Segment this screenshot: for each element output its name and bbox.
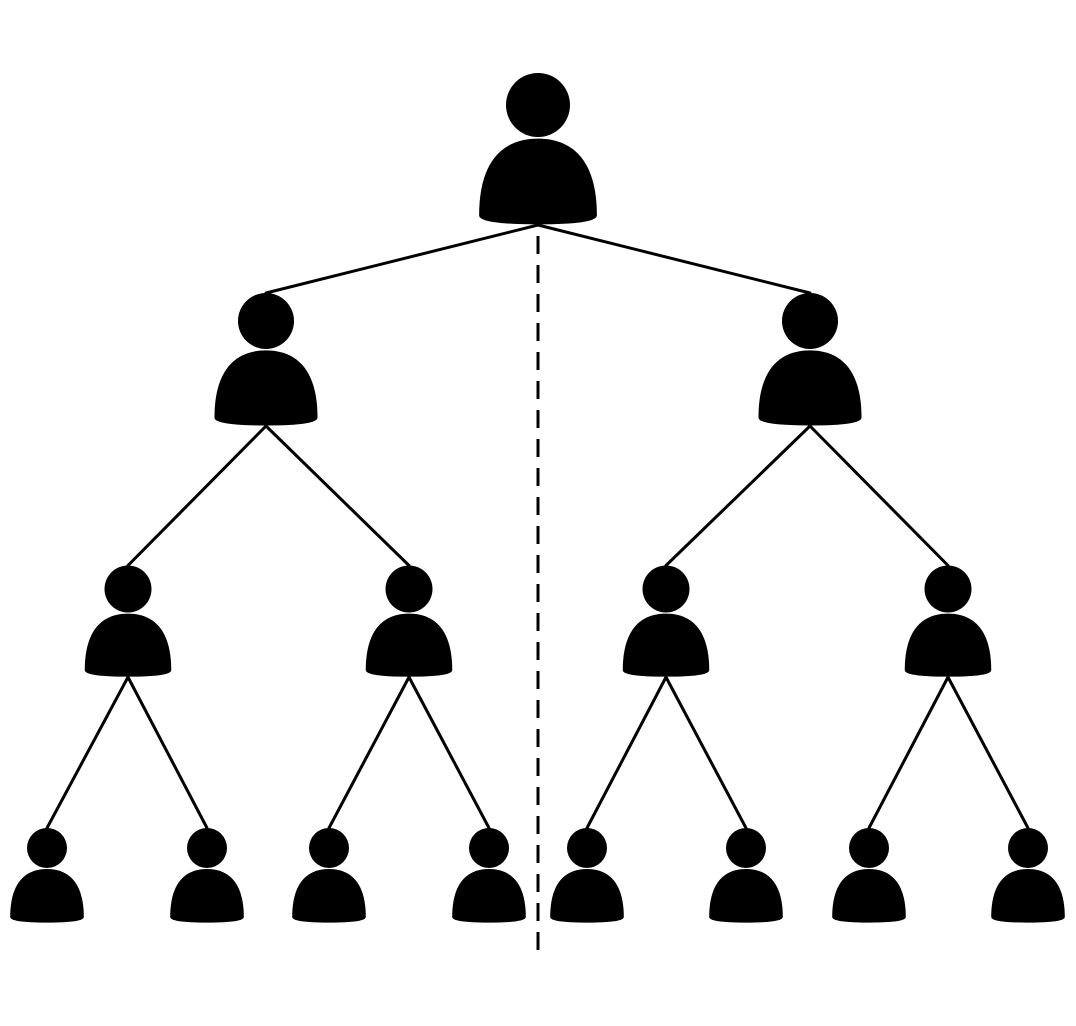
person-icon xyxy=(550,828,624,923)
person-head xyxy=(27,828,67,868)
edge-root-to-l1-right xyxy=(536,223,812,295)
edge-l1-right-to-l2-3 xyxy=(664,424,812,567)
person-head xyxy=(187,828,227,868)
edge-l1-left-to-l2-1 xyxy=(126,424,268,567)
person-body xyxy=(709,869,783,923)
person-icon xyxy=(479,73,597,225)
person-head xyxy=(642,565,690,613)
person-body xyxy=(84,613,172,677)
tree-edges xyxy=(45,223,1030,830)
person-icon xyxy=(292,828,366,923)
edge-l2-4-to-l3-8 xyxy=(946,675,1030,830)
person-head xyxy=(567,828,607,868)
person-icon xyxy=(84,565,172,677)
person-icon xyxy=(709,828,783,923)
person-body xyxy=(832,869,906,923)
person-icon xyxy=(365,565,453,677)
person-head xyxy=(469,828,509,868)
person-icon xyxy=(214,293,318,426)
person-icon xyxy=(10,828,84,923)
edge-l2-3-to-l3-5 xyxy=(585,675,668,830)
person-icon xyxy=(170,828,244,923)
edge-l2-1-to-l3-2 xyxy=(126,675,209,830)
edge-l2-3-to-l3-6 xyxy=(664,675,748,830)
edge-l1-right-to-l2-4 xyxy=(808,424,950,567)
person-head xyxy=(238,293,294,349)
person-head xyxy=(104,565,152,613)
person-head xyxy=(924,565,972,613)
person-body xyxy=(214,350,318,426)
edge-l2-1-to-l3-1 xyxy=(45,675,130,830)
person-head xyxy=(782,293,838,349)
person-icon xyxy=(452,828,526,923)
person-head xyxy=(309,828,349,868)
edge-l2-2-to-l3-3 xyxy=(327,675,411,830)
person-body xyxy=(479,138,597,225)
person-head xyxy=(506,73,570,137)
person-body xyxy=(292,869,366,923)
person-icon xyxy=(904,565,992,677)
person-icon xyxy=(991,828,1065,923)
person-body xyxy=(10,869,84,923)
tree-nodes xyxy=(10,73,1065,923)
person-head xyxy=(1008,828,1048,868)
edge-l2-2-to-l3-4 xyxy=(407,675,491,830)
person-body xyxy=(758,350,862,426)
person-icon xyxy=(622,565,710,677)
person-body xyxy=(622,613,710,677)
person-body xyxy=(170,869,244,923)
person-body xyxy=(452,869,526,923)
person-body xyxy=(991,869,1065,923)
person-head xyxy=(849,828,889,868)
person-head xyxy=(726,828,766,868)
edge-root-to-l1-left xyxy=(264,223,540,295)
person-body xyxy=(550,869,624,923)
edge-l1-left-to-l2-2 xyxy=(264,424,411,567)
person-icon xyxy=(758,293,862,426)
person-head xyxy=(385,565,433,613)
person-body xyxy=(904,613,992,677)
person-body xyxy=(365,613,453,677)
person-icon xyxy=(832,828,906,923)
edge-l2-4-to-l3-7 xyxy=(867,675,950,830)
